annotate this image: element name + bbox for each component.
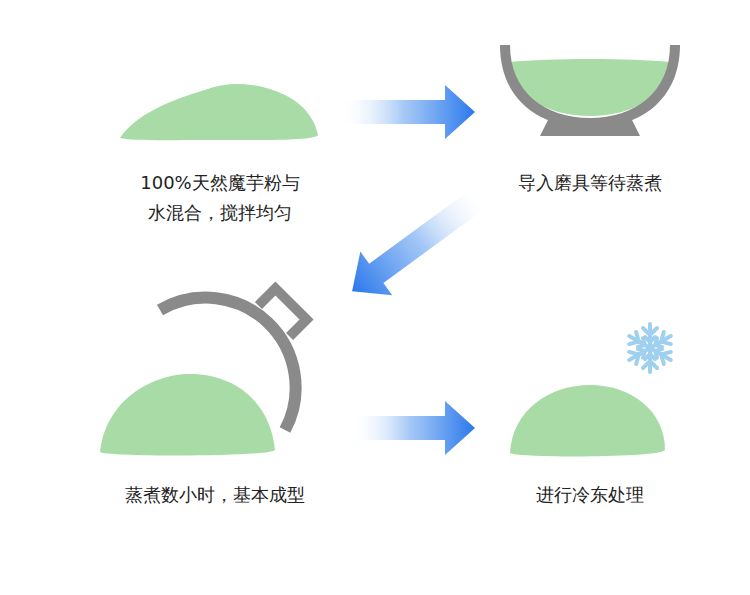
- flow-arrow: [355, 401, 475, 455]
- flow-arrow: [352, 189, 485, 295]
- step-caption: 100%天然魔芋粉与 水混合，搅拌均匀: [110, 168, 330, 228]
- lid-handle: [258, 288, 306, 336]
- step-caption: 导入磨具等待蒸煮: [490, 168, 690, 198]
- mould-bowl: [500, 45, 680, 128]
- process-step: 蒸煮数小时，基本成型: [90, 262, 340, 520]
- steamer-lid: [160, 298, 296, 430]
- steamed-block: [100, 374, 275, 456]
- flow-arrow: [345, 85, 475, 139]
- konjac-heap: [120, 84, 318, 140]
- frozen-block: [510, 385, 665, 456]
- step-caption: 蒸煮数小时，基本成型: [90, 480, 340, 510]
- mould-foot: [540, 120, 640, 136]
- process-step: 进行冷东处理: [490, 315, 690, 518]
- process-step: 100%天然魔芋粉与 水混合，搅拌均匀: [110, 55, 330, 236]
- step-caption: 进行冷东处理: [490, 480, 690, 510]
- process-step: 导入磨具等待蒸煮: [490, 40, 690, 206]
- snowflake-icon: [626, 324, 675, 372]
